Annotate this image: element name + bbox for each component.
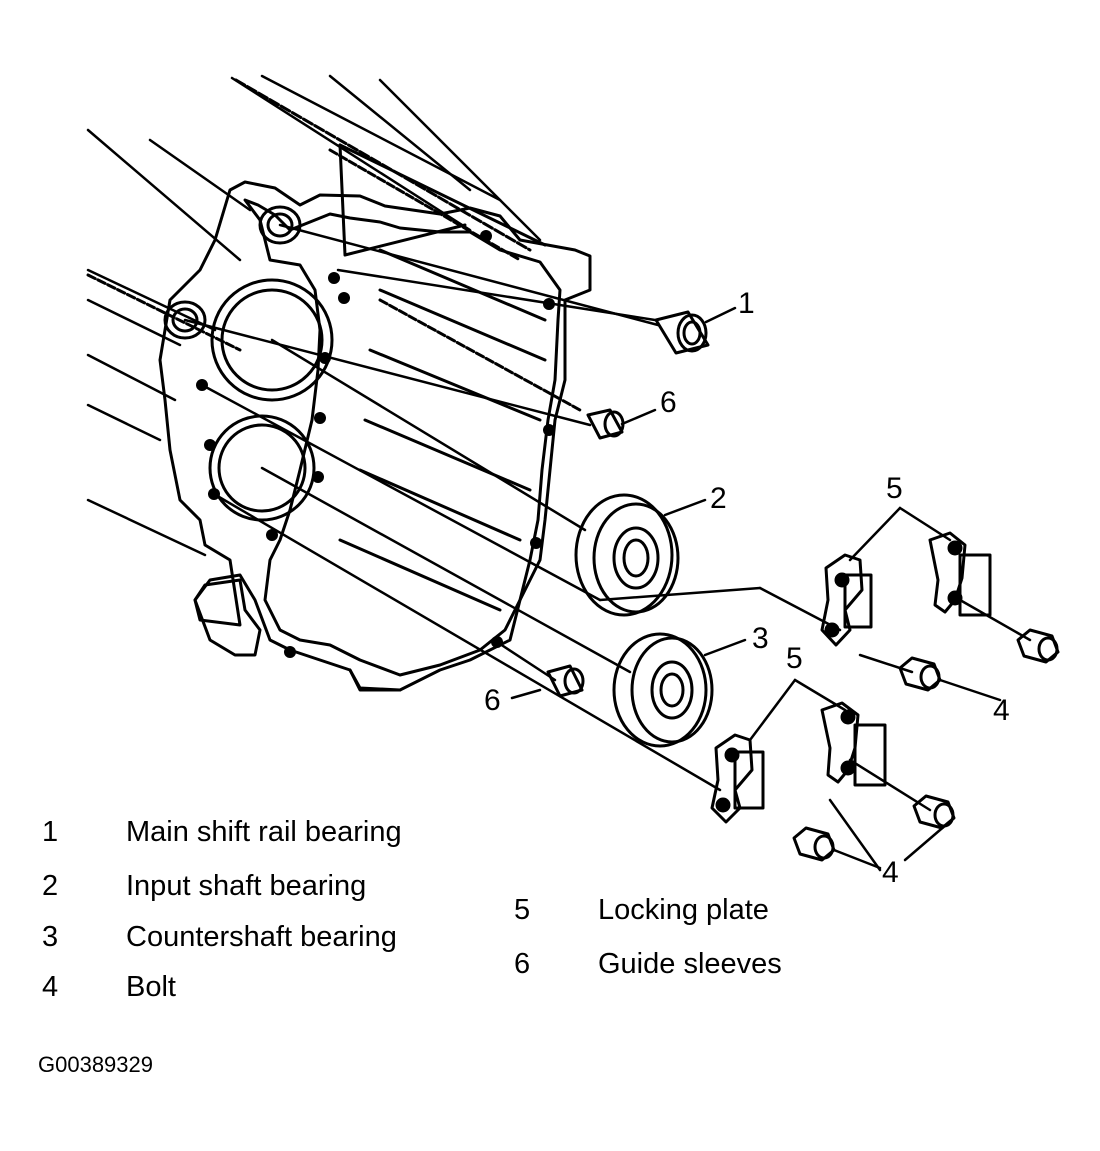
- guide-sleeve-lower: [546, 664, 585, 698]
- callout-5-upper: 5: [886, 472, 903, 505]
- legend-description: Locking plate: [598, 894, 769, 926]
- bolt-upper-right: [1016, 628, 1060, 664]
- callout-2: 2: [710, 482, 727, 515]
- legend-number: 5: [514, 894, 531, 926]
- legend-description: Countershaft bearing: [126, 921, 397, 953]
- legend-description: Main shift rail bearing: [126, 816, 402, 848]
- locking-plate-upper-right: [928, 531, 992, 617]
- callout-3: 3: [752, 622, 769, 655]
- locking-plate-lower-right: [820, 701, 887, 787]
- case-flange: [158, 143, 592, 692]
- bolt-upper-middle: [898, 656, 942, 692]
- callout-6-lower: 6: [484, 684, 501, 717]
- guide-sleeve-upper: [586, 408, 625, 440]
- main-shift-rail-bearing: [654, 310, 710, 355]
- legend-number: 6: [514, 948, 531, 980]
- callout-5-lower: 5: [786, 642, 803, 675]
- callout-1: 1: [738, 287, 755, 320]
- locking-plate-lower-left: [710, 733, 765, 824]
- countershaft-bearing: [612, 632, 714, 748]
- legend-description: Input shaft bearing: [126, 870, 367, 902]
- callout-4-lower: 4: [882, 856, 899, 889]
- legend-number: 1: [42, 816, 59, 848]
- legend-number: 4: [42, 971, 59, 1003]
- legend-description: Guide sleeves: [598, 948, 782, 980]
- case-bolt-holes: [196, 230, 555, 658]
- callout-4-upper: 4: [993, 694, 1010, 727]
- callout-labels: 1 2 3 4 4 5 5 6 6: [484, 287, 1010, 889]
- input-shaft-bearing: [574, 493, 680, 617]
- assembly-axis-lines: [183, 223, 1032, 872]
- legend-number: 3: [42, 921, 59, 953]
- callout-leaders: [510, 306, 1002, 870]
- legend-number: 2: [42, 870, 59, 902]
- case-bearing-bores: [163, 205, 334, 522]
- shaft-lines: [86, 78, 582, 412]
- callout-6-upper: 6: [660, 386, 677, 419]
- case-background-lines: [86, 74, 542, 557]
- locking-plate-upper-left: [820, 553, 873, 647]
- legend-description: Bolt: [126, 971, 176, 1003]
- bolt-lower-middle: [792, 826, 836, 862]
- figure-id: G00389329: [38, 1052, 153, 1077]
